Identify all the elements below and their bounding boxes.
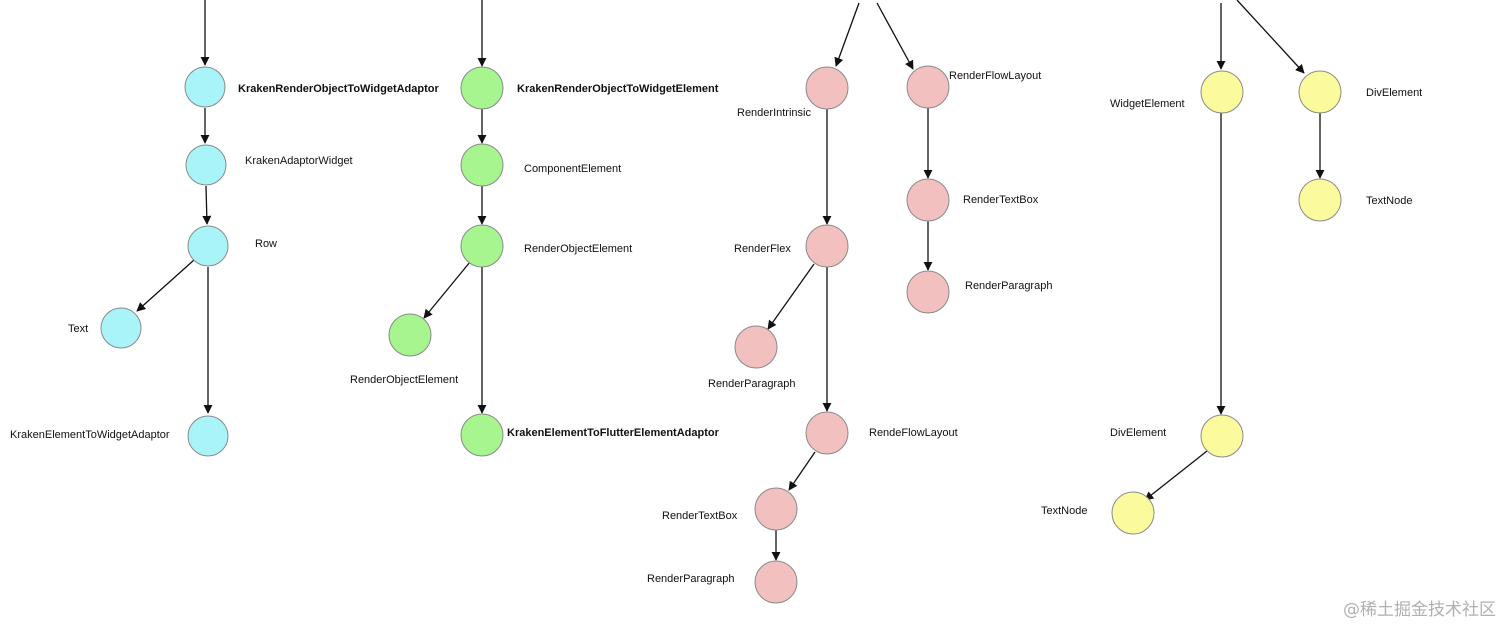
node-render-object-element xyxy=(460,224,504,268)
node-label: RenderTextBox xyxy=(963,194,1039,206)
node-label: KrakenElementToWidgetAdaptor xyxy=(10,429,170,441)
node-text-node-right xyxy=(1298,178,1342,222)
node-div-element xyxy=(1200,414,1244,458)
node-label: Row xyxy=(255,238,277,250)
node-render-object-element-child xyxy=(388,313,432,357)
node-label: RenderIntrinsic xyxy=(737,107,811,119)
node-text xyxy=(100,307,142,349)
node-label: RenderObjectElement xyxy=(350,374,458,386)
node-label: KrakenRenderObjectToWidgetAdaptor xyxy=(238,83,439,95)
edge xyxy=(1144,450,1208,501)
edge xyxy=(767,263,815,330)
edge xyxy=(876,2,914,70)
node-component-element xyxy=(460,143,504,187)
dom-tree: WidgetElement DivElement TextNode DivEle… xyxy=(1041,0,1422,535)
node-kraken-element-to-widget-adaptor xyxy=(187,415,229,457)
node-div-element-right xyxy=(1298,70,1342,114)
node-label: DivElement xyxy=(1366,87,1422,99)
node-label: RendeFlowLayout xyxy=(869,427,958,439)
node-label: KrakenElementToFlutterElementAdaptor xyxy=(507,427,720,439)
node-label: RenderFlowLayout xyxy=(949,70,1041,82)
node-render-text-box xyxy=(754,487,798,531)
node-render-flex xyxy=(805,224,849,268)
node-label: DivElement xyxy=(1110,427,1166,439)
node-kraken-render-object-to-widget-element xyxy=(460,66,504,110)
node-label: KrakenAdaptorWidget xyxy=(245,155,353,167)
node-row xyxy=(187,225,229,267)
node-widget-element xyxy=(1200,70,1244,114)
node-label: WidgetElement xyxy=(1110,98,1185,110)
edge xyxy=(423,261,471,319)
edge xyxy=(788,451,816,491)
node-label: RenderObjectElement xyxy=(524,243,632,255)
node-label: TextNode xyxy=(1041,505,1087,517)
node-label: RenderParagraph xyxy=(647,573,734,585)
node-render-paragraph xyxy=(734,325,778,369)
node-label: RenderFlex xyxy=(734,243,791,255)
node-label: KrakenRenderObjectToWidgetElement xyxy=(517,83,719,95)
edge xyxy=(202,185,212,225)
node-render-paragraph-leaf xyxy=(754,560,798,604)
node-label: TextNode xyxy=(1366,195,1412,207)
node-render-intrinsic xyxy=(805,66,849,110)
node-kraken-render-object-to-widget-adaptor xyxy=(184,66,226,108)
edge xyxy=(136,259,195,312)
node-label: RenderParagraph xyxy=(965,280,1052,292)
edge xyxy=(1236,0,1305,74)
node-label: RenderTextBox xyxy=(662,510,738,522)
node-render-flow-layout xyxy=(906,65,950,109)
node-text-node xyxy=(1111,491,1155,535)
widget-tree: KrakenRenderObjectToWidgetAdaptor Kraken… xyxy=(10,0,439,457)
node-label: Text xyxy=(68,323,88,335)
edge xyxy=(834,2,860,67)
render-tree: RenderIntrinsic RenderFlex RenderParagra… xyxy=(647,2,1052,604)
watermark-text: @稀土掘金技术社区 xyxy=(1343,600,1496,620)
node-render-text-box-right xyxy=(906,178,950,222)
node-label: ComponentElement xyxy=(524,163,621,175)
node-rende-flow-layout xyxy=(805,411,849,455)
element-tree: KrakenRenderObjectToWidgetElement Compon… xyxy=(350,0,720,457)
node-kraken-element-to-flutter-element-adaptor xyxy=(460,413,504,457)
node-render-paragraph-right xyxy=(906,270,950,314)
node-label: RenderParagraph xyxy=(708,378,795,390)
node-kraken-adaptor-widget xyxy=(185,144,227,186)
